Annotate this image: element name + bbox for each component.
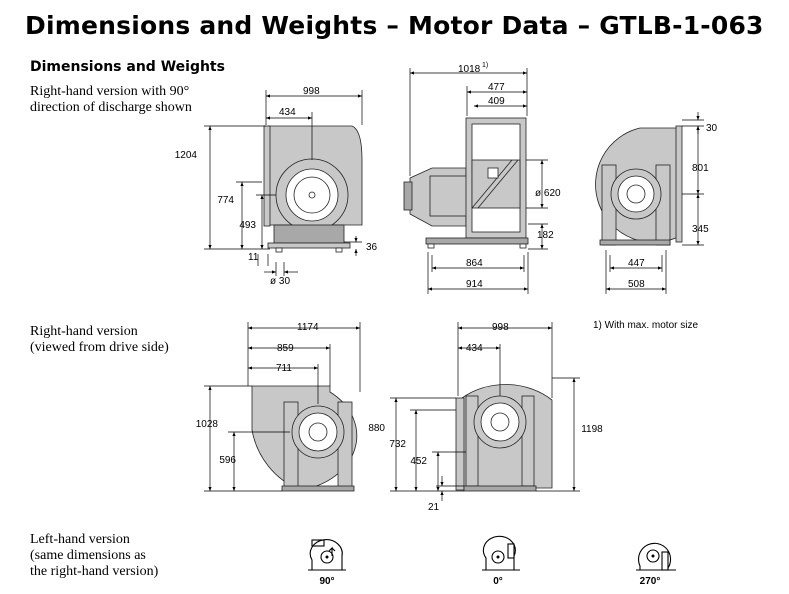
caption-line: Left-hand version — [30, 532, 130, 547]
orientation-label: 90° — [319, 576, 334, 587]
orientation-0-icon: 0° — [482, 535, 520, 587]
caption-right-hand: Right-hand version (viewed from drive si… — [30, 324, 169, 356]
dim-label: 801 — [692, 163, 709, 174]
caption-right-hand-90: Right-hand version with 90° direction of… — [30, 84, 192, 116]
dim-label: 1028 — [196, 419, 219, 430]
dim-label: 36 — [366, 242, 378, 253]
view-drive-side: 1174 859 711 1028 596 — [196, 322, 361, 492]
dim-label: 711 — [276, 363, 292, 374]
dim-lines-view1 — [204, 90, 363, 276]
dim-label: 859 — [277, 343, 294, 354]
dim-label: 409 — [488, 96, 505, 107]
dim-label: 345 — [692, 224, 709, 235]
dim-footnote-ref: 1) — [482, 62, 488, 69]
view-rear: 30 801 345 447 508 — [595, 112, 718, 294]
caption-line: Right-hand version with 90° — [30, 84, 190, 99]
dim-label: 864 — [466, 258, 483, 269]
dim-label: 447 — [628, 258, 645, 269]
dim-label: 1018 — [458, 64, 481, 75]
caption-line: direction of discharge shown — [30, 100, 192, 115]
caption-line: the right-hand version) — [30, 564, 159, 579]
orientation-label: 0° — [493, 576, 503, 587]
section-subtitle: Dimensions and Weights — [30, 59, 225, 75]
motor-and-housing-front — [403, 117, 529, 249]
dim-lines-view4 — [204, 322, 361, 492]
dim-label: 182 — [537, 230, 554, 241]
orientation-90-icon: 90° — [308, 539, 346, 587]
dim-label: ø 620 — [535, 188, 561, 199]
dim-label: 732 — [389, 439, 406, 450]
dim-label: ø 30 — [270, 276, 290, 287]
dim-label: 30 — [706, 123, 718, 134]
dim-label: 1204 — [175, 150, 198, 161]
dim-label: 1198 — [581, 424, 603, 435]
dim-label: 452 — [410, 456, 427, 467]
fan-drive-side — [251, 385, 358, 492]
caption-line: Right-hand version — [30, 324, 138, 339]
dim-label: 914 — [466, 279, 483, 290]
dim-label: 477 — [488, 82, 505, 93]
caption-line: (viewed from drive side) — [30, 340, 169, 355]
dim-label: 11 — [248, 252, 259, 263]
fan-rear — [595, 125, 683, 246]
dim-label: 880 — [368, 423, 385, 434]
dim-label: 998 — [303, 86, 320, 97]
dim-lines-view5 — [390, 322, 580, 501]
dim-label: 774 — [217, 195, 234, 206]
dim-label: 1174 — [297, 322, 319, 333]
dim-label: 596 — [219, 455, 236, 466]
dim-lines-view3 — [605, 112, 704, 294]
view-discharge-top: 998 434 880 732 452 21 1198 — [368, 322, 603, 513]
dim-label: 434 — [466, 343, 483, 354]
dim-label: 493 — [239, 220, 256, 231]
orientation-label: 270° — [640, 576, 661, 587]
dim-label: 998 — [492, 322, 509, 333]
fan-housing-side — [263, 125, 363, 253]
fan-discharge-top — [455, 384, 553, 492]
dim-label: 434 — [279, 107, 296, 118]
footnote-motor-size: 1) With max. motor size — [593, 320, 699, 331]
view-front-with-motor: 1018 1) 477 409 ø 620 182 864 914 — [403, 62, 561, 294]
orientation-270-icon: 270° — [636, 542, 676, 587]
caption-left-hand: Left-hand version (same dimensions as th… — [30, 532, 158, 580]
dim-lines-view2 — [409, 68, 548, 294]
page-title: Dimensions and Weights – Motor Data – GT… — [25, 11, 764, 40]
view-side-90: 998 434 1204 774 493 11 36 ø 30 — [175, 86, 378, 287]
dim-label: 21 — [428, 502, 440, 513]
dim-label: 508 — [628, 279, 645, 290]
caption-line: (same dimensions as — [30, 548, 146, 563]
